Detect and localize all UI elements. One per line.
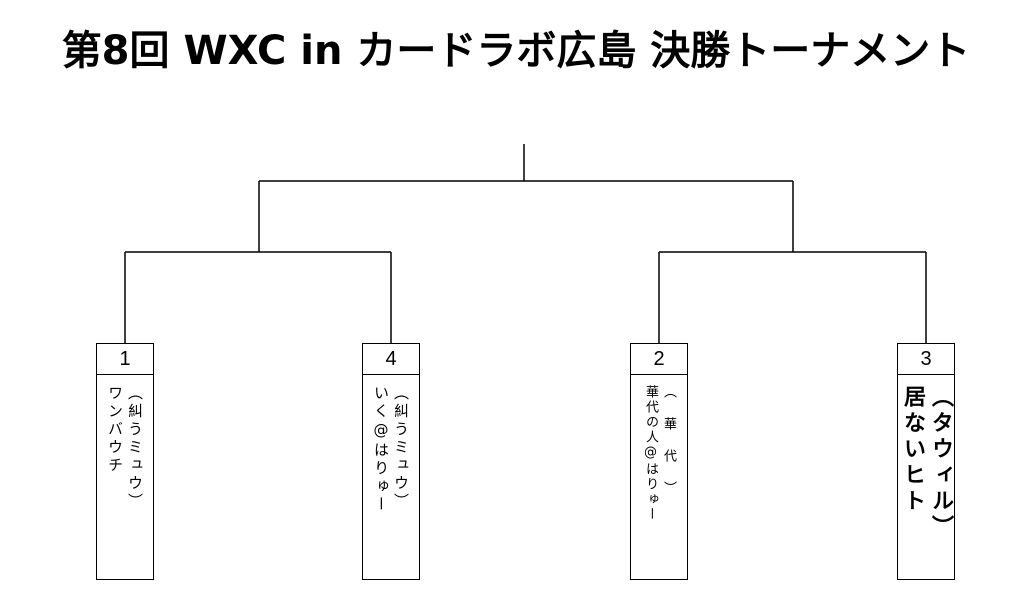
player-name-line: 居ないヒト	[900, 385, 925, 515]
seed-number: 4	[363, 344, 419, 375]
player-name-line: いく@はりゅー	[372, 385, 390, 514]
page-title: 第8回 WXC in カードラボ広島 決勝トーナメント	[61, 28, 971, 74]
player-name-line: ワンバウチ	[106, 385, 124, 475]
player-name-line: 華代の人@はりゅー	[643, 385, 658, 522]
player-box-seed-1: 1 ワンバウチ ︵糾うミュウ︶	[96, 343, 154, 580]
player-box-seed-4: 4 いく@はりゅー ︵糾うミュウ︶	[362, 343, 420, 580]
team-name-line: ︵糾うミュウ︶	[126, 385, 144, 511]
team-name-line: ︵タウィル︶	[928, 385, 953, 541]
player-box-seed-2: 2 華代の人@はりゅー ︵ 華 代 ︶	[630, 343, 688, 580]
player-name: いく@はりゅー ︵糾うミュウ︶	[363, 375, 419, 579]
player-name: ワンバウチ ︵糾うミュウ︶	[97, 375, 153, 579]
seed-number: 2	[631, 344, 687, 375]
team-name-line: ︵糾うミュウ︶	[392, 385, 410, 511]
seed-number: 1	[97, 344, 153, 375]
player-box-seed-3: 3 居ないヒト ︵タウィル︶	[897, 343, 955, 580]
seed-number: 3	[898, 344, 954, 375]
team-name-line: ︵ 華 代 ︶	[661, 385, 676, 496]
player-name: 華代の人@はりゅー ︵ 華 代 ︶	[631, 375, 687, 579]
player-name: 居ないヒト ︵タウィル︶	[898, 375, 954, 579]
